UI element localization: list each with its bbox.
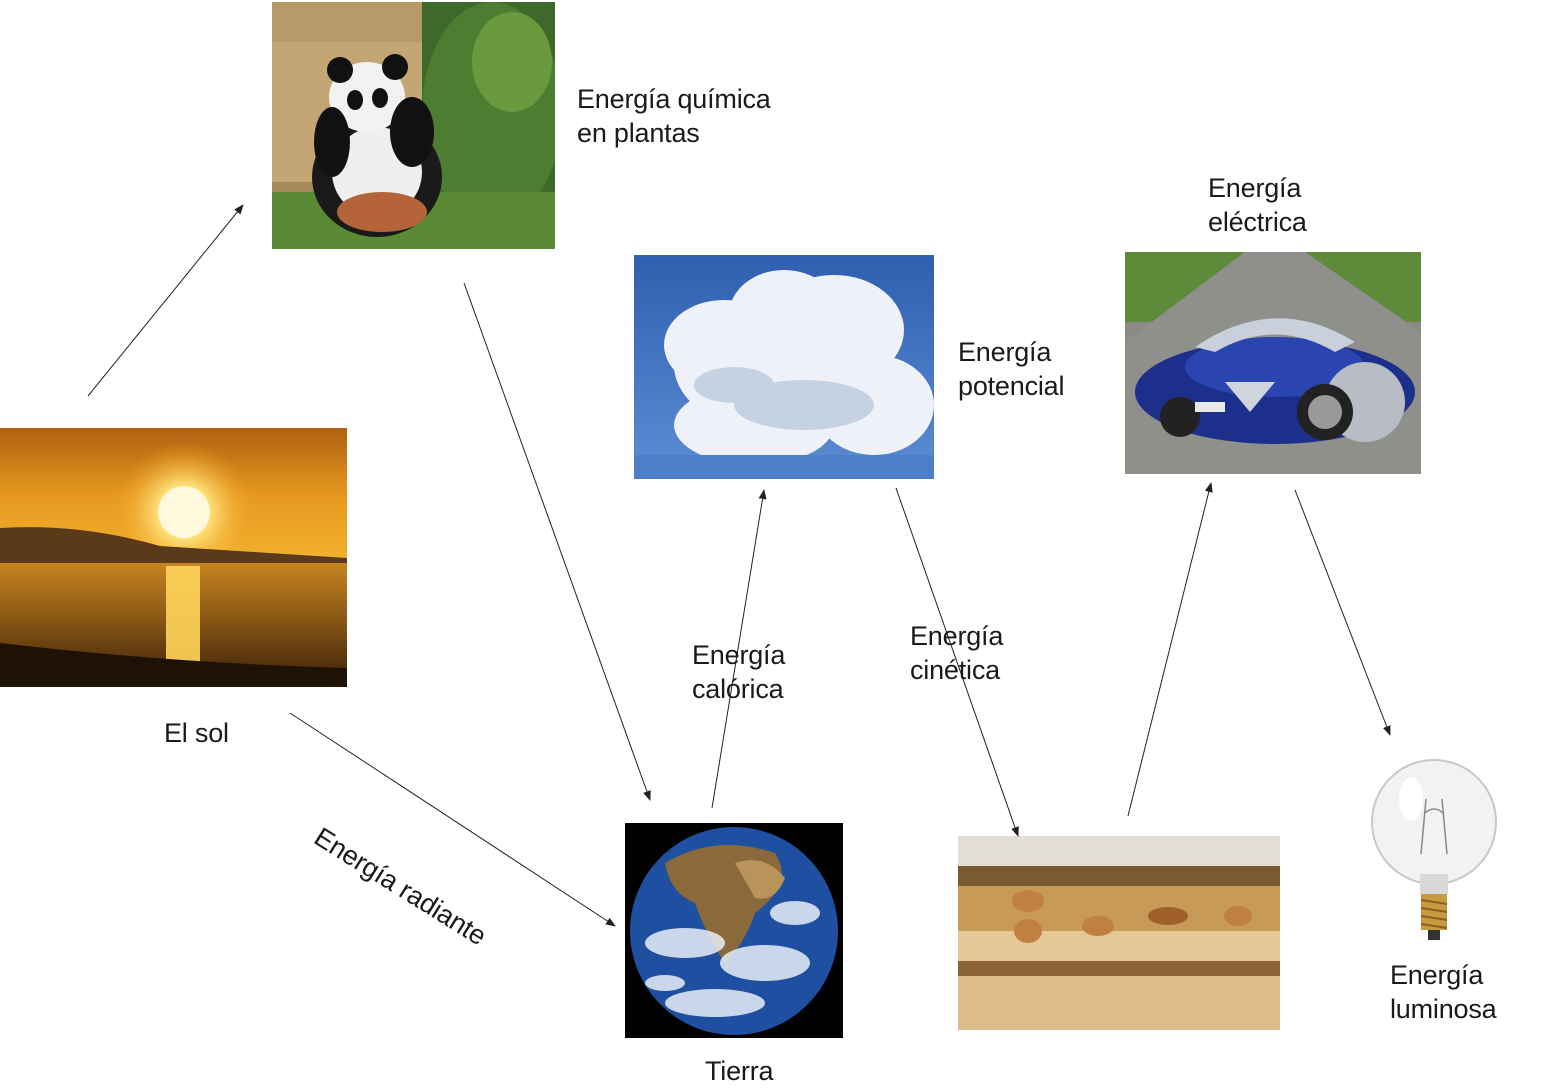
label-energia-electrica: Energía eléctrica bbox=[1208, 171, 1307, 239]
label-el-sol: El sol bbox=[164, 716, 229, 750]
arrow-termitas-to-auto bbox=[1128, 483, 1211, 816]
label-energia-cinetica: Energía cinética bbox=[910, 619, 1003, 687]
arrow-sol-to-panda bbox=[88, 205, 243, 396]
arrow-panda-to-tierra bbox=[464, 283, 650, 800]
label-energia-potencial: Energía potencial bbox=[958, 335, 1064, 403]
arrow-sol-to-tierra bbox=[290, 713, 615, 926]
label-tierra: Tierra bbox=[705, 1054, 773, 1088]
label-energia-luminosa: Energía luminosa bbox=[1390, 958, 1496, 1026]
label-energia-calorica: Energía calórica bbox=[692, 638, 785, 706]
arrow-auto-to-bombilla bbox=[1295, 490, 1390, 735]
label-energia-quimica: Energía química en plantas bbox=[577, 82, 771, 150]
